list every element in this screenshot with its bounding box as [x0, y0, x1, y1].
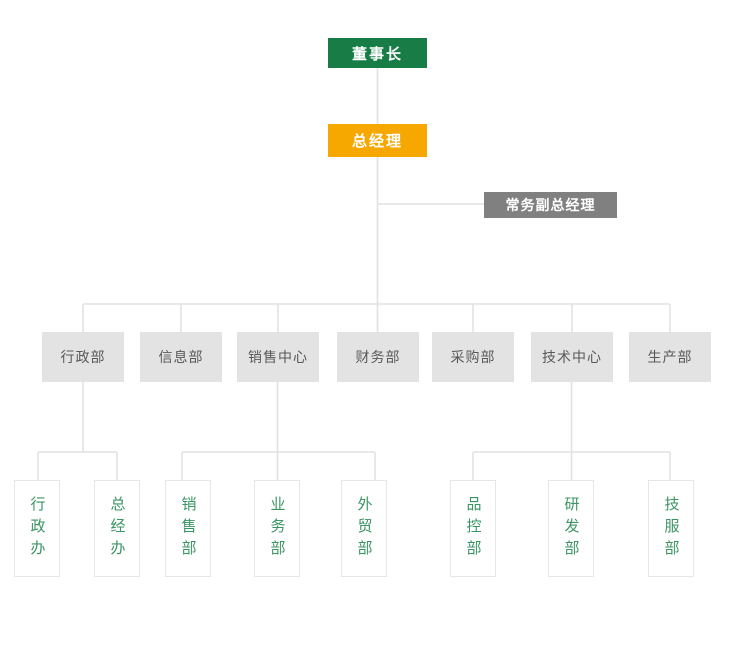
- node-sub-yewubu: 业务部: [254, 480, 300, 577]
- node-dept-caiwubu: 财务部: [337, 332, 419, 382]
- node-deputy-general-manager-label: 常务副总经理: [505, 198, 596, 214]
- node-dept-xingzhengbu: 行政部: [42, 332, 124, 382]
- sub-dept-label: 总经办: [108, 495, 127, 562]
- node-dept-shengchanbu: 生产部: [629, 332, 711, 382]
- dept-label: 技术中心: [542, 350, 602, 366]
- dept-label: 财务部: [355, 350, 401, 366]
- node-chairman: 董事长: [328, 38, 427, 68]
- sub-dept-label: 销售部: [179, 495, 198, 562]
- node-sub-jifubu: 技服部: [648, 480, 694, 577]
- node-sub-xingzhengban: 行政办: [14, 480, 60, 577]
- node-deputy-general-manager: 常务副总经理: [484, 192, 617, 218]
- node-sub-yanfabu: 研发部: [548, 480, 594, 577]
- node-sub-xiaoshoubu: 销售部: [165, 480, 211, 577]
- dept-label: 行政部: [60, 350, 106, 366]
- node-sub-zongjingban: 总经办: [94, 480, 140, 577]
- dept-label: 销售中心: [248, 350, 308, 366]
- sub-dept-label: 品控部: [464, 495, 483, 562]
- sub-dept-label: 研发部: [562, 495, 581, 562]
- node-sub-waimaobu: 外贸部: [341, 480, 387, 577]
- node-chairman-label: 董事长: [351, 44, 403, 63]
- node-general-manager-label: 总经理: [351, 132, 403, 150]
- node-dept-xinxibu: 信息部: [140, 332, 222, 382]
- dept-label: 采购部: [450, 350, 496, 366]
- sub-dept-label: 业务部: [268, 495, 287, 562]
- sub-dept-label: 技服部: [662, 495, 681, 562]
- sub-dept-label: 行政办: [28, 495, 47, 562]
- node-sub-pinkongbu: 品控部: [450, 480, 496, 577]
- node-general-manager: 总经理: [328, 124, 427, 157]
- sub-dept-label: 外贸部: [355, 495, 374, 562]
- dept-label: 信息部: [158, 350, 204, 366]
- node-dept-caigoubu: 采购部: [432, 332, 514, 382]
- node-dept-xiaoshouzhongxin: 销售中心: [237, 332, 319, 382]
- node-dept-jishuzhongxin: 技术中心: [531, 332, 613, 382]
- dept-label: 生产部: [647, 350, 693, 366]
